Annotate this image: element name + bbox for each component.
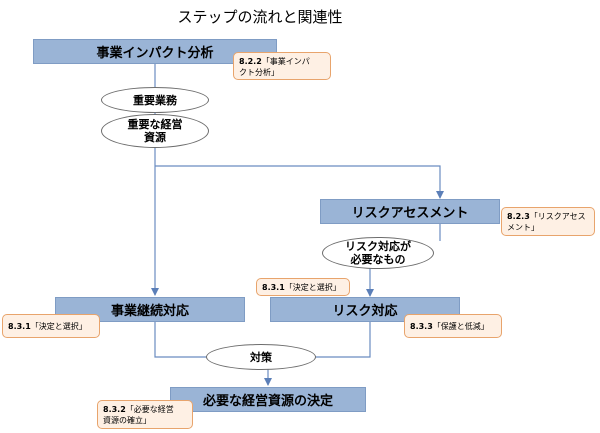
note-8-3-1-risk: 8.3.1「決定と選択」 <box>256 278 350 296</box>
risk-needed-label-line2: 必要なもの <box>350 253 406 266</box>
arrow-to-risk-response <box>366 264 410 297</box>
note-8-3-2-number: 8.3.2 <box>103 405 126 414</box>
note-8-2-3-line2: メント」 <box>507 223 539 232</box>
risk-response-label: リスク対応 <box>332 304 398 319</box>
arrow-to-risk-assessment <box>155 165 444 199</box>
note-8-3-2-line1: 「必要な経営 <box>125 405 174 414</box>
note-8-3-1-continuity-number: 8.3.1 <box>8 322 31 331</box>
critical-resources-oval: 重要な経営 資源 <box>101 114 209 148</box>
note-8-2-3: 8.2.3「リスクアセス メント」 <box>501 207 595 236</box>
note-8-3-3-line1: 「保護と低減」 <box>432 322 489 331</box>
note-8-3-1-risk-number: 8.3.1 <box>262 283 285 292</box>
resource-decision-label: 必要な経営資源の決定 <box>202 394 333 409</box>
measures-oval: 対策 <box>206 344 316 370</box>
critical-business-label: 重要業務 <box>133 93 177 107</box>
note-8-3-2: 8.3.2「必要な経営 資源の確立」 <box>97 400 193 429</box>
note-8-2-3-line1: 「リスクアセス <box>529 212 586 221</box>
risk-needed-label-line1: リスク対応が <box>345 240 411 253</box>
note-8-2-2-number: 8.2.2 <box>239 57 262 66</box>
note-8-3-1-continuity-line1: 「決定と選択」 <box>30 322 87 331</box>
critical-resources-label-line1: 重要な経営 <box>127 118 183 131</box>
note-8-2-2-line1: 「事業インパ <box>261 57 310 66</box>
risk-needed-oval: リスク対応が 必要なもの <box>322 237 434 269</box>
note-8-3-2-line2: 資源の確立」 <box>103 416 151 425</box>
note-8-3-1-risk-line1: 「決定と選択」 <box>284 283 341 292</box>
diagram-title: ステップの流れと関連性 <box>177 8 343 26</box>
risk-assessment-label: リスクアセスメント <box>351 206 469 221</box>
note-8-2-2-line2: クト分析」 <box>239 68 279 77</box>
measures-label: 対策 <box>250 350 272 364</box>
note-8-2-2: 8.2.2「事業インパ クト分析」 <box>233 52 331 80</box>
bia-box-label: 事業インパクト分析 <box>96 46 214 61</box>
note-8-3-3-number: 8.3.3 <box>410 322 433 331</box>
business-continuity-label: 事業継続対応 <box>110 304 189 319</box>
critical-resources-label-line2: 資源 <box>144 131 166 144</box>
resource-decision-box: 必要な経営資源の決定 <box>170 387 366 412</box>
risk-assessment-box: リスクアセスメント <box>320 199 500 224</box>
note-8-2-3-number: 8.2.3 <box>507 212 530 221</box>
note-8-3-3: 8.3.3「保護と低減」 <box>404 314 502 338</box>
note-8-3-1-continuity: 8.3.1「決定と選択」 <box>2 314 100 338</box>
critical-business-oval: 重要業務 <box>101 87 209 113</box>
